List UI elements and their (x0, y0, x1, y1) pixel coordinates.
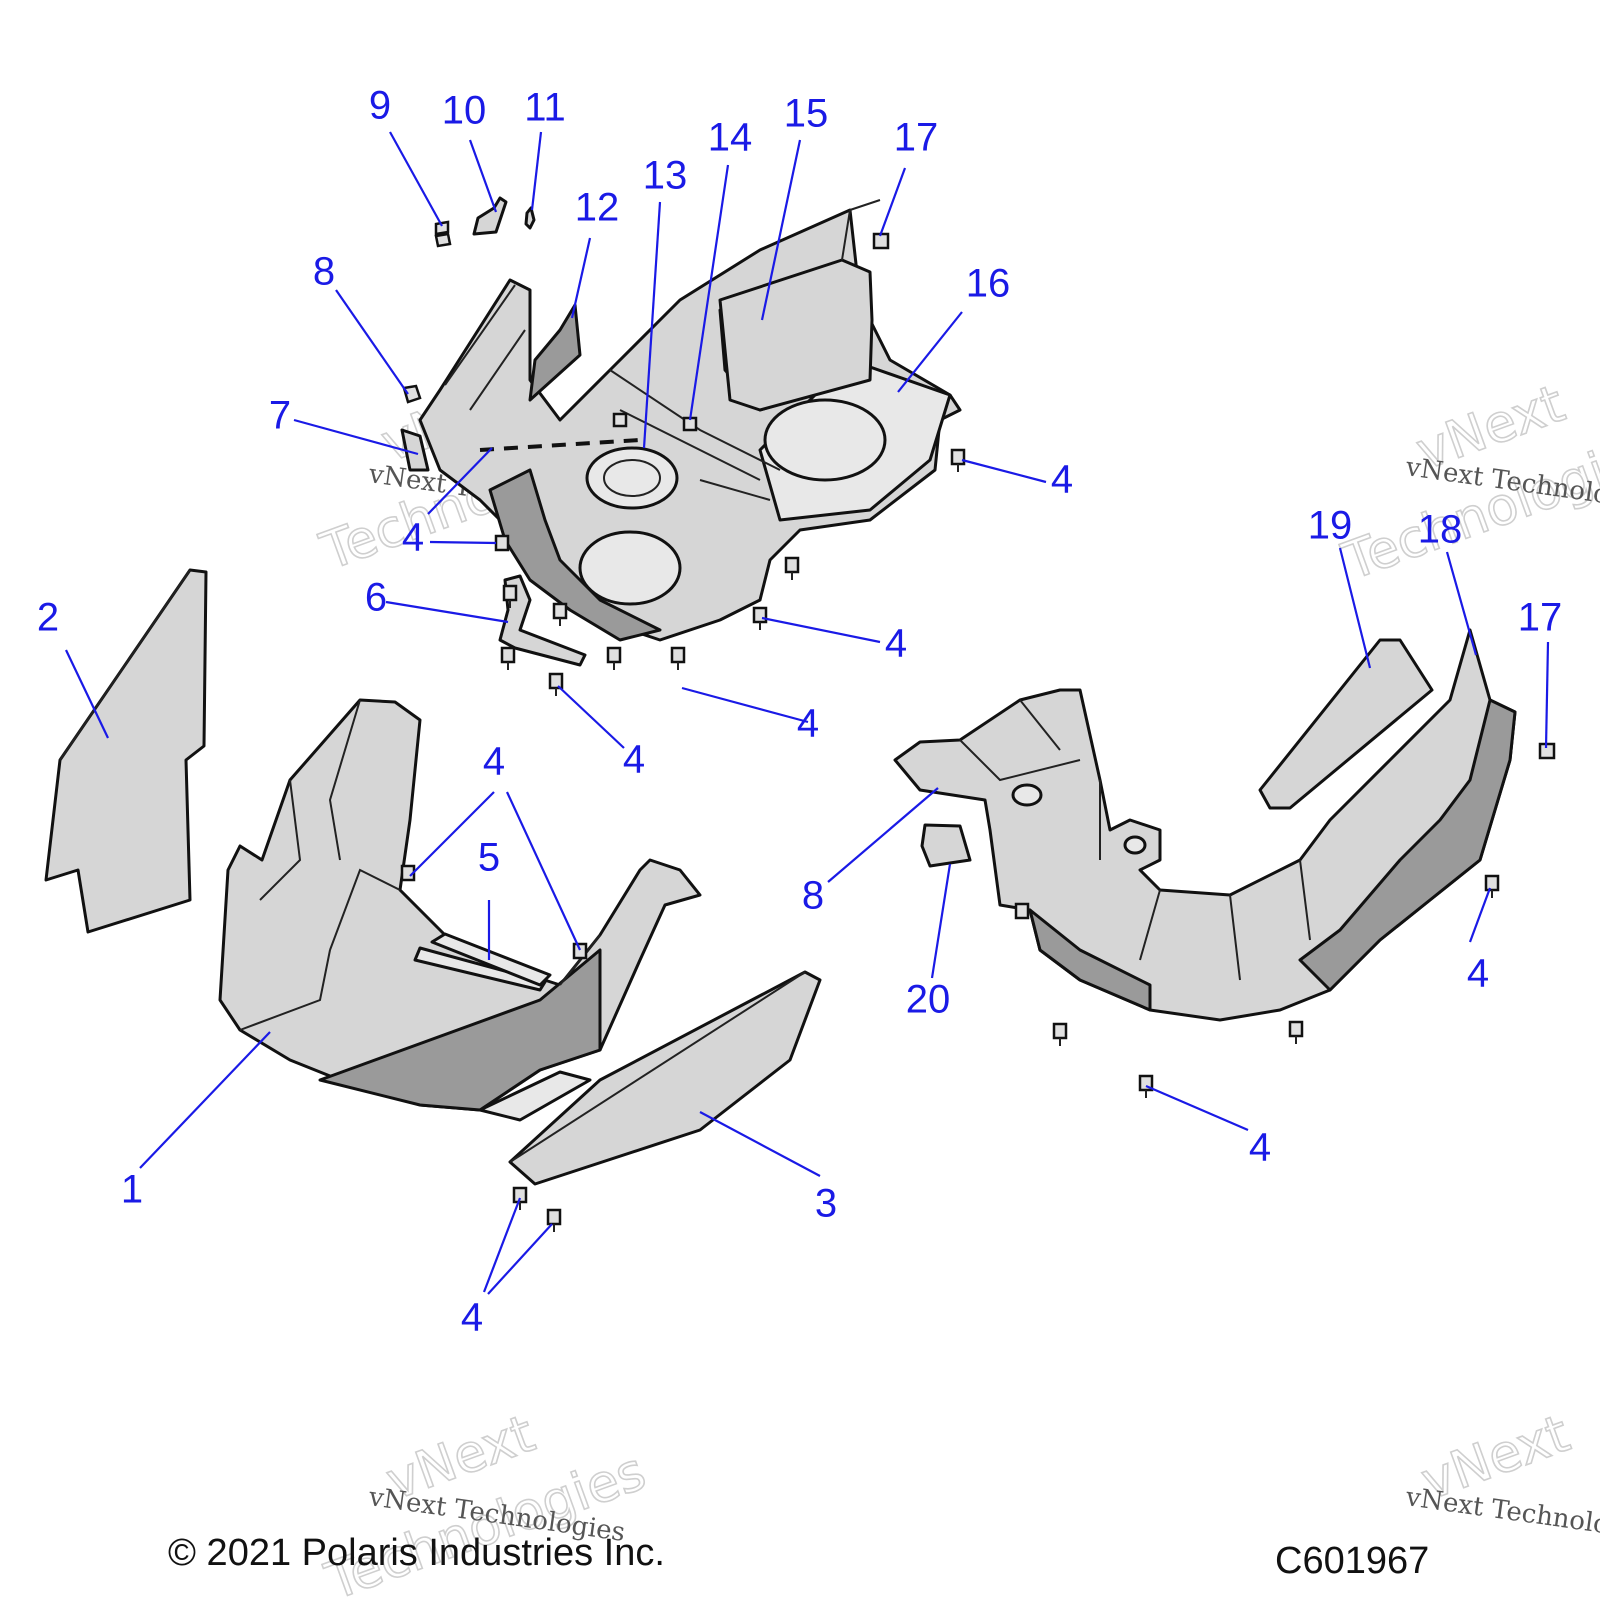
fastener (494, 534, 510, 552)
fastener-8-top (402, 384, 422, 404)
fastener (1052, 1022, 1068, 1046)
callout-10: 10 (442, 89, 487, 133)
callout-17: 17 (894, 116, 939, 160)
callout-16: 16 (966, 262, 1011, 306)
fastener (784, 556, 800, 580)
insulation-pad-edge (841, 199, 881, 261)
callout-15: 15 (784, 92, 829, 136)
insulation-pad (718, 258, 874, 412)
callout-4: 4 (402, 516, 424, 560)
leader-lines (65, 131, 1550, 1295)
clip-10 (472, 196, 508, 236)
fastener-9 (434, 220, 452, 248)
fastener (546, 1208, 562, 1232)
callout-14: 14 (708, 116, 753, 160)
callout-18: 18 (1418, 508, 1463, 552)
label-5 (430, 932, 552, 987)
callout-4: 4 (483, 740, 505, 784)
callout-4: 4 (623, 738, 645, 782)
callout-5: 5 (478, 836, 500, 880)
pad-19 (1258, 638, 1434, 810)
callout-6: 6 (365, 576, 387, 620)
callout-17: 17 (1518, 596, 1563, 640)
side-panel-bottom-edge (509, 971, 806, 1163)
callout-13: 13 (643, 154, 688, 198)
callout-2: 2 (37, 596, 59, 640)
fastener (1288, 1020, 1304, 1044)
fastener (612, 412, 628, 428)
watermark-script: vNext Technologies (1403, 1482, 1600, 1548)
fastener (670, 646, 686, 670)
callout-4: 4 (885, 622, 907, 666)
callout-4: 4 (797, 702, 819, 746)
callout-4: 4 (1051, 458, 1073, 502)
callout-4: 4 (1249, 1126, 1271, 1170)
lower-right-shroud (893, 628, 1517, 1022)
fastener (572, 942, 588, 960)
callout-4: 4 (461, 1296, 483, 1340)
lower-left-shroud (218, 698, 702, 1122)
clip-11 (524, 206, 536, 230)
fastener (502, 584, 518, 608)
callout-12: 12 (575, 186, 620, 230)
copyright-notice: © 2021 Polaris Industries Inc. (168, 1532, 665, 1574)
fastener (548, 672, 564, 696)
callout-1: 1 (121, 1168, 143, 1212)
callout-19: 19 (1308, 504, 1353, 548)
bracket-6 (498, 574, 587, 667)
fastener (552, 602, 568, 626)
fastener (500, 646, 516, 670)
callout-9: 9 (369, 84, 391, 128)
fastener (950, 448, 966, 472)
fastener (1014, 902, 1030, 920)
block-20 (920, 823, 972, 868)
fastener (606, 646, 622, 670)
callout-4: 4 (1467, 952, 1489, 996)
callout-20: 20 (906, 978, 951, 1022)
callout-8: 8 (802, 874, 824, 918)
figure-id: C601967 (1275, 1540, 1430, 1582)
callout-3: 3 (815, 1182, 837, 1226)
callout-11: 11 (524, 86, 566, 130)
fastener (512, 1186, 528, 1210)
side-panel-left-edge (59, 569, 191, 761)
callout-7: 7 (269, 394, 291, 438)
callout-8: 8 (313, 250, 335, 294)
upper-floor-assembly (400, 208, 962, 642)
fastener (1484, 874, 1500, 898)
side-panel-bottom (508, 970, 822, 1186)
side-panel-left (44, 568, 208, 934)
callout-labels: 9 10 11 12 13 14 15 17 16 8 7 4 4 6 4 4 … (37, 84, 1562, 1340)
